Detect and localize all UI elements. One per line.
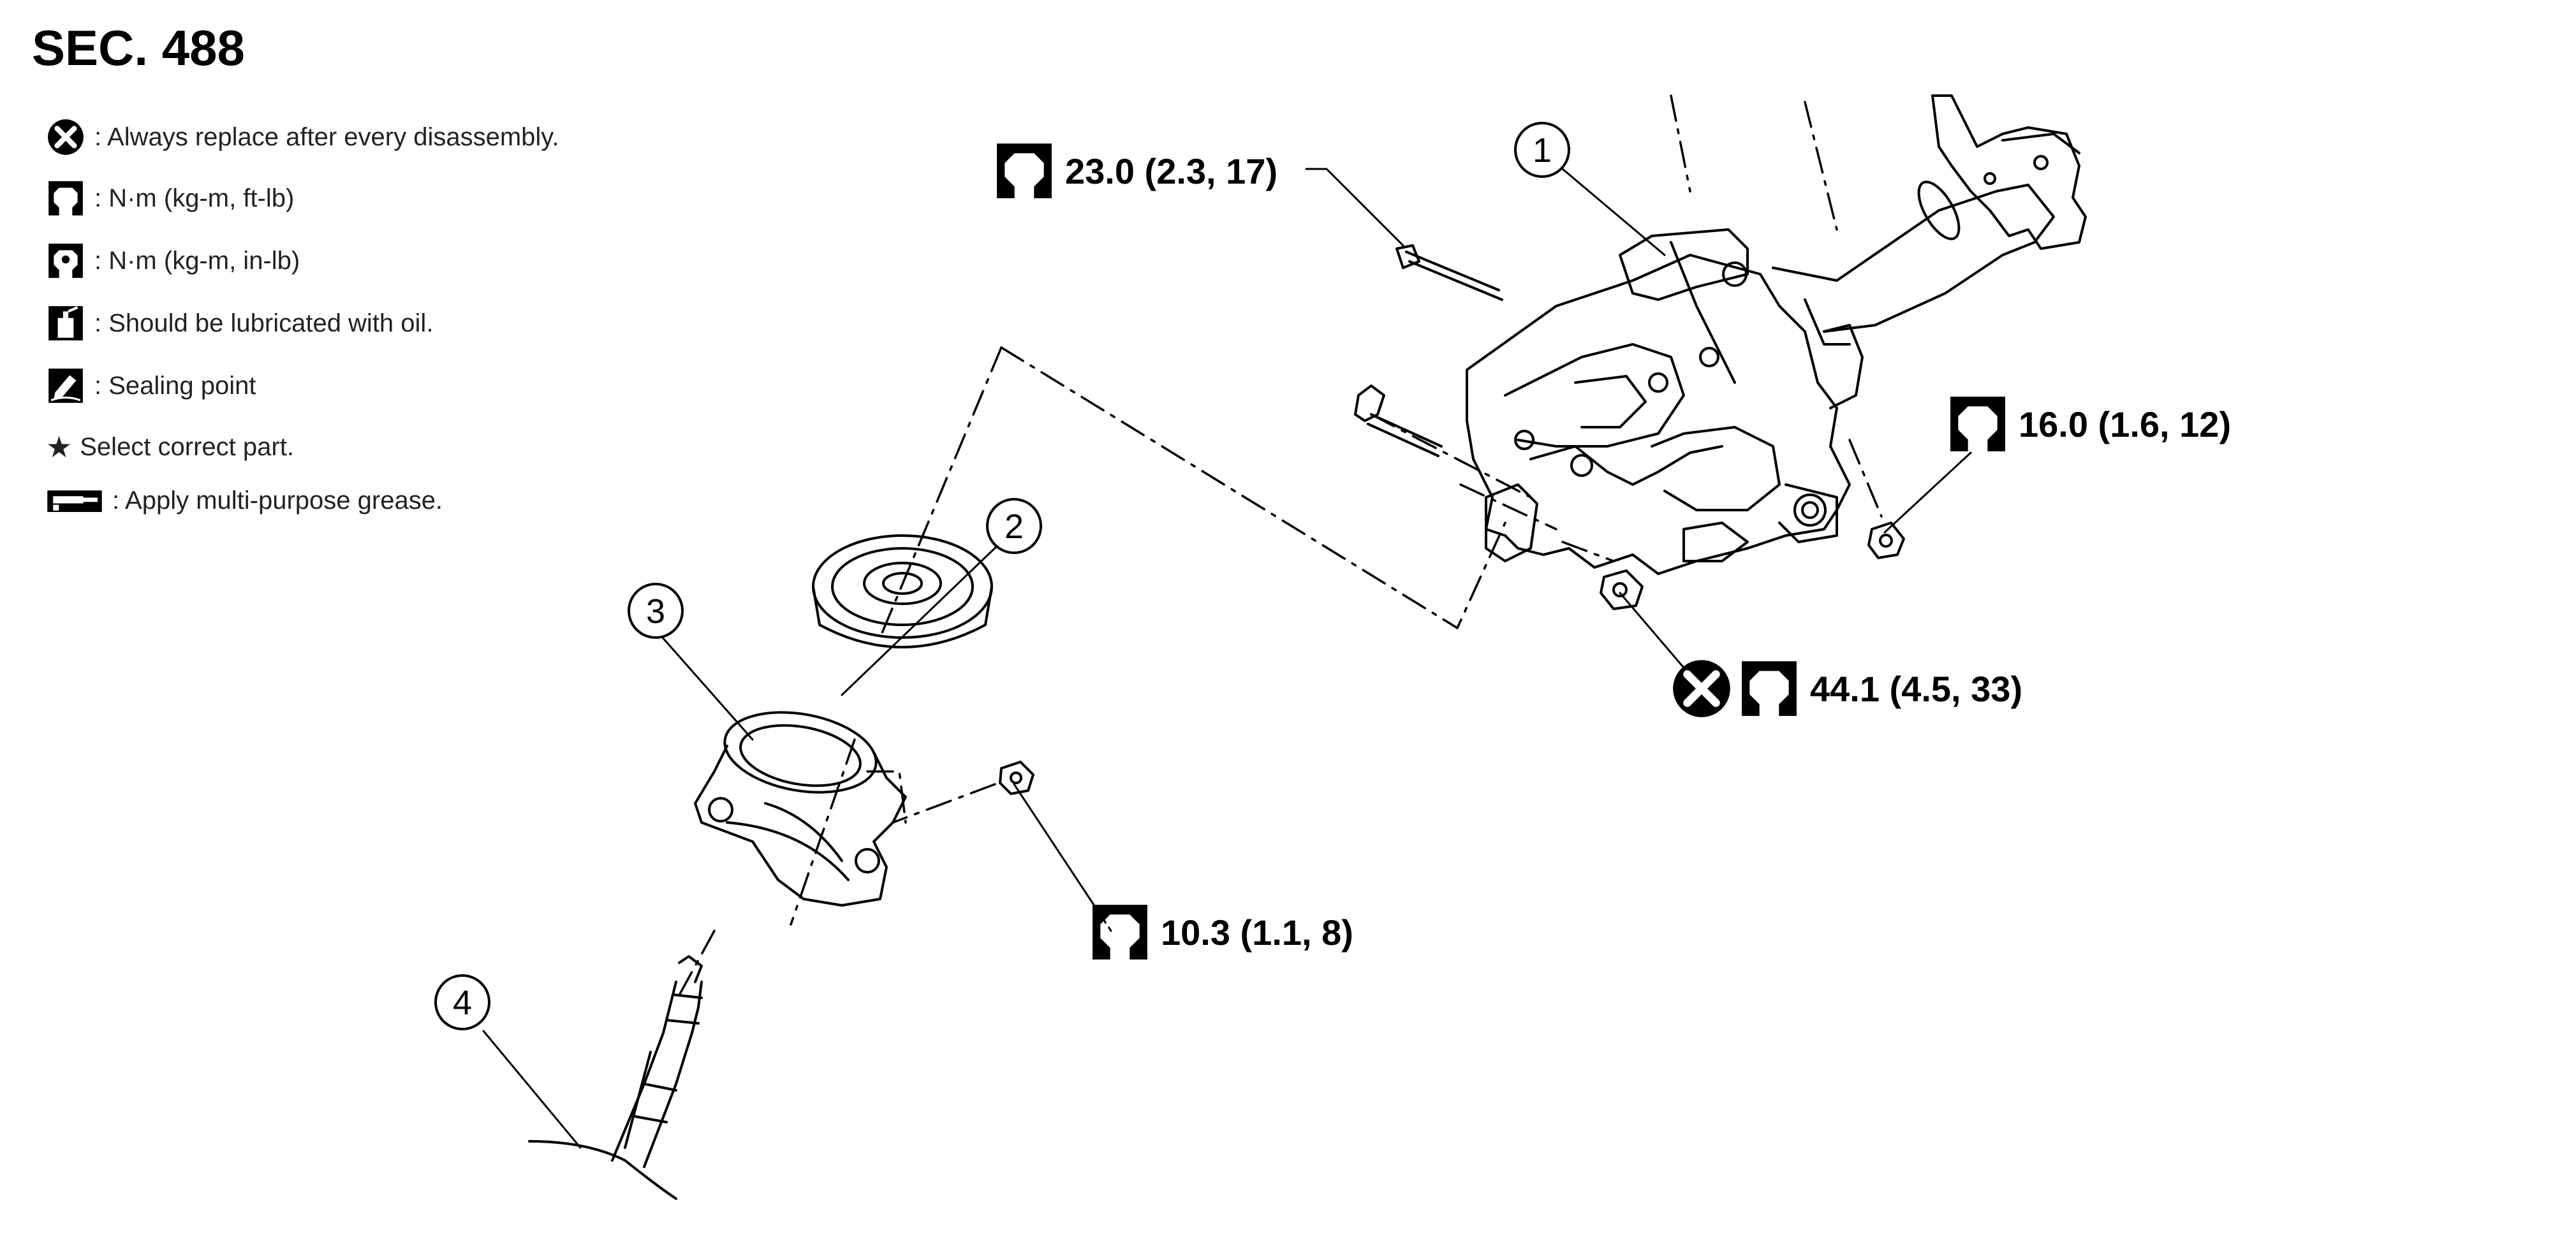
part-3-balloon: 3: [628, 583, 684, 639]
torque-wrench-filled-icon: [48, 244, 83, 278]
part-number: 1: [1533, 131, 1552, 170]
sealing-point-icon: [48, 369, 83, 403]
legend-text: Select correct part.: [80, 432, 294, 461]
torque-wrench-icon: [1742, 661, 1797, 716]
torque-wrench-icon: [1093, 905, 1147, 960]
legend-text: : N·m (kg-m, ft-lb): [94, 184, 295, 212]
section-label: SEC. 488: [32, 20, 245, 76]
torque-value: 16.0 (1.6, 12): [2019, 404, 2232, 444]
column-mounting-bolt: [1354, 384, 1443, 457]
legend-row-select: ★ Select correct part.: [46, 425, 294, 469]
legend-text: : Should be lubricated with oil.: [94, 309, 434, 337]
steering-column-assembly: [1466, 94, 2087, 575]
hole-cover-seal: [812, 534, 993, 648]
legend-row-sealing: : Sealing point: [46, 363, 256, 408]
legend-text: : Sealing point: [94, 371, 256, 400]
center-lines: [675, 94, 1883, 1002]
torque-callout-nut-right: 16.0 (1.6, 12): [1948, 392, 2231, 456]
nut-16: [1867, 522, 1905, 559]
star-icon: ★: [46, 430, 73, 464]
torque-wrench-icon: [997, 143, 1052, 198]
part-number: 4: [453, 984, 472, 1022]
torque-value: 10.3 (1.1, 8): [1161, 912, 1353, 953]
legend-row-torque-ft: : N·m (kg-m, ft-lb): [46, 176, 294, 221]
part-4-balloon: 4: [434, 974, 490, 1030]
torque-wrench-icon: [1950, 397, 2005, 451]
oil-can-icon: [48, 306, 83, 340]
part-number: 2: [1005, 508, 1024, 546]
torque-wrench-icon: [48, 181, 83, 216]
nut-44: [1600, 569, 1644, 610]
torque-value: 23.0 (2.3, 17): [1065, 150, 1278, 191]
legend-text: : N·m (kg-m, in-lb): [94, 246, 300, 275]
column-bolt: [1395, 244, 1503, 301]
replace-x-icon: [48, 119, 84, 155]
grease-icon: [47, 490, 102, 512]
replace-x-icon: [1673, 660, 1730, 717]
torque-callout-nut-cover: 10.3 (1.1, 8): [1091, 900, 1353, 964]
torque-value: 44.1 (4.5, 33): [1810, 668, 2023, 709]
legend-text: : Always replace after every disassembly…: [94, 122, 559, 151]
legend-text: : Apply multi-purpose grease.: [112, 486, 443, 515]
part-1-balloon: 1: [1514, 122, 1570, 178]
part-number: 3: [646, 592, 665, 631]
legend-row-torque-in: : N·m (kg-m, in-lb): [46, 238, 300, 283]
nut-10: [999, 761, 1034, 795]
legend-row-oil: : Should be lubricated with oil.: [46, 301, 433, 346]
torque-callout-bolt: 23.0 (2.3, 17): [995, 139, 1277, 203]
lower-shaft: [528, 955, 703, 1200]
torque-callout-nut-lower: 44.1 (4.5, 33): [1671, 657, 2022, 720]
column-hole-cover: [694, 711, 907, 907]
legend-row-grease: : Apply multi-purpose grease.: [46, 478, 443, 523]
legend-row-replace: : Always replace after every disassembly…: [46, 115, 559, 159]
part-2-balloon: 2: [986, 498, 1042, 554]
